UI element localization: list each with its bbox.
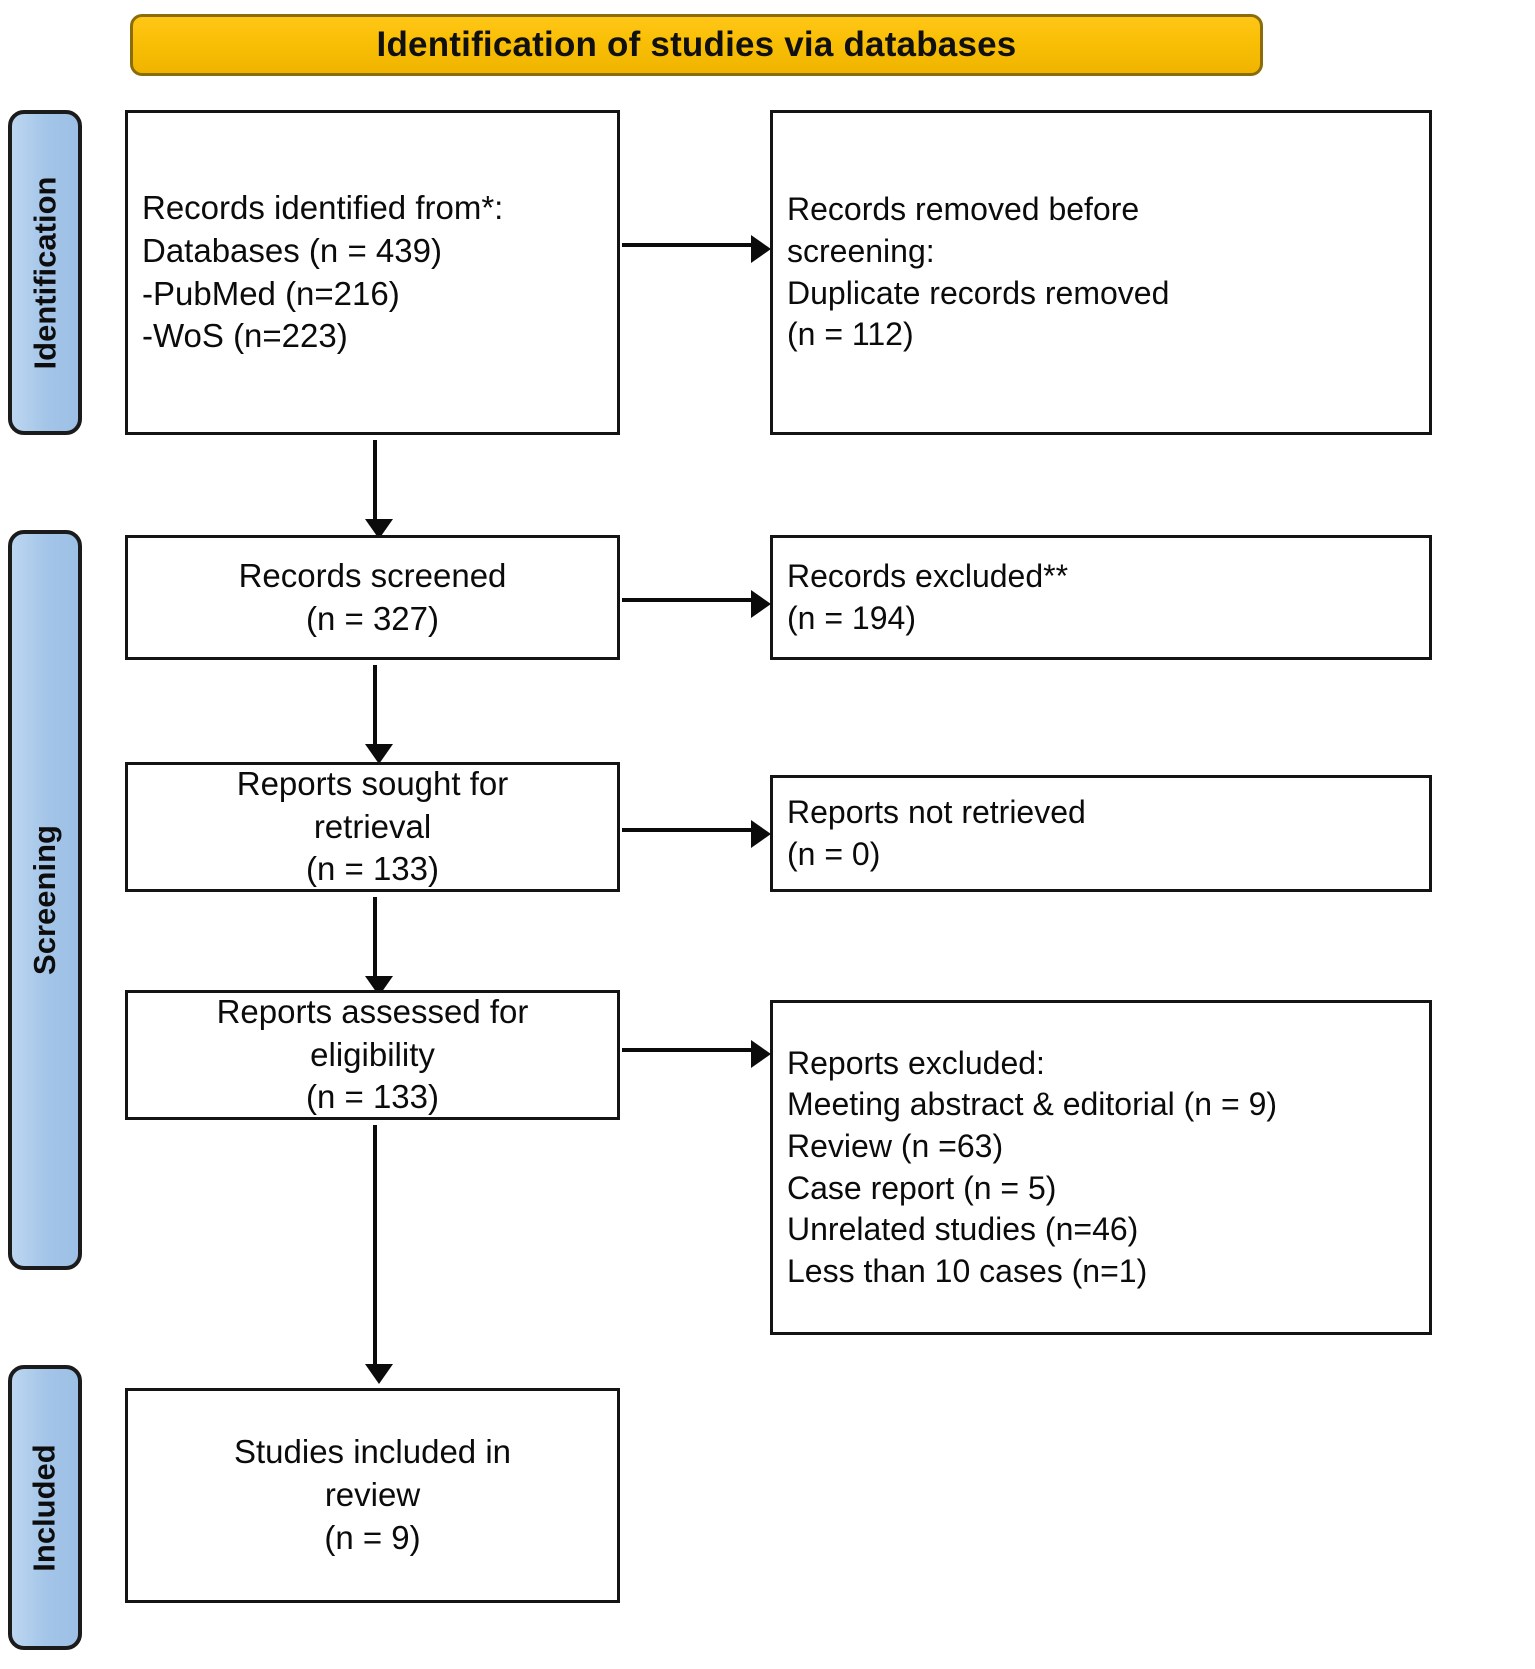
stage-label-identification: Identification <box>27 176 63 369</box>
records-removed-prefix: Records removed <box>787 191 1049 228</box>
reports-assessed-line-1: Reports assessed for <box>216 992 529 1030</box>
records-removed-colon: : <box>925 232 935 269</box>
reports-sought-line-3: (n = 133) <box>306 850 439 888</box>
records-removed-line-4: (n = 112) <box>787 316 914 353</box>
box-records-identified: Records identified from*: Databases (n =… <box>125 110 620 435</box>
studies-included-line-1: Studies included in <box>233 1433 512 1471</box>
records-excluded-line-2: (n = 194) <box>787 599 916 636</box>
stage-tab-included: Included <box>8 1365 82 1650</box>
box-reports-sought: Reports sought for retrieval (n = 133) <box>125 762 620 892</box>
box-records-excluded: Records excluded** (n = 194) <box>770 535 1432 660</box>
arrow-sought-to-assessed <box>365 897 393 996</box>
records-removed-line-3: Duplicate records removed <box>787 274 1170 311</box>
reports-excluded-line-2: Meeting abstract & editorial (n = 9) <box>787 1086 1278 1123</box>
records-removed-italic-screening: screening <box>787 232 926 269</box>
records-removed-line-2: screening: <box>787 231 1415 273</box>
records-removed-line-1: Records removed before <box>787 189 1415 231</box>
records-identified-line-4: -WoS (n=223) <box>142 317 348 355</box>
box-reports-not-retrieved: Reports not retrieved (n = 0) <box>770 775 1432 892</box>
banner-title: Identification of studies via databases <box>376 25 1017 64</box>
box-reports-excluded: Reports excluded: Meeting abstract & edi… <box>770 1000 1432 1335</box>
records-removed-italic-before: before <box>1048 191 1140 228</box>
box-studies-included: Studies included in review (n = 9) <box>125 1388 620 1603</box>
arrow-identified-to-screened <box>365 440 393 539</box>
box-reports-assessed: Reports assessed for eligibility (n = 13… <box>125 990 620 1120</box>
records-excluded-line-1: Records excluded** <box>787 557 1069 594</box>
records-identified-line-2: Databases (n = 439) <box>142 231 442 269</box>
reports-assessed-line-2: eligibility <box>310 1035 435 1073</box>
arrow-identified-to-removed <box>622 235 771 263</box>
reports-assessed-line-3: (n = 133) <box>306 1078 439 1116</box>
records-screened-line-1: Records screened <box>238 556 507 594</box>
studies-included-line-3: (n = 9) <box>324 1518 421 1556</box>
reports-not-retrieved-line-2: (n = 0) <box>787 835 881 872</box>
stage-tab-screening: Screening <box>8 530 82 1270</box>
reports-excluded-line-3: Review (n =63) <box>787 1127 1004 1164</box>
box-records-removed: Records removed before screening: Duplic… <box>770 110 1432 435</box>
studies-included-line-2: review <box>324 1476 421 1514</box>
reports-sought-line-1: Reports sought for <box>236 764 509 802</box>
reports-excluded-line-4: Case report (n = 5) <box>787 1169 1057 1206</box>
arrow-sought-to-not-retrieved <box>622 820 771 848</box>
diagram-header-banner: Identification of studies via databases <box>130 14 1263 76</box>
arrow-screened-to-sought <box>365 665 393 764</box>
stage-tab-identification: Identification <box>8 110 82 435</box>
records-identified-line-1: Records identified from*: <box>142 188 504 226</box>
stage-label-included: Included <box>27 1443 63 1572</box>
reports-not-retrieved-line-1: Reports not retrieved <box>787 793 1086 830</box>
arrow-screened-to-excluded <box>622 590 771 618</box>
reports-excluded-line-6: Less than 10 cases (n=1) <box>787 1252 1148 1289</box>
records-screened-line-2: (n = 327) <box>306 599 439 637</box>
stage-label-screening: Screening <box>27 825 63 975</box>
reports-excluded-line-1: Reports excluded: <box>787 1044 1045 1081</box>
arrow-assessed-to-excluded <box>622 1040 771 1068</box>
reports-sought-line-2: retrieval <box>313 807 432 845</box>
reports-excluded-line-5: Unrelated studies (n=46) <box>787 1211 1139 1248</box>
box-records-screened: Records screened (n = 327) <box>125 535 620 660</box>
records-identified-line-3: -PubMed (n=216) <box>142 274 400 312</box>
arrow-assessed-to-included <box>365 1125 393 1384</box>
